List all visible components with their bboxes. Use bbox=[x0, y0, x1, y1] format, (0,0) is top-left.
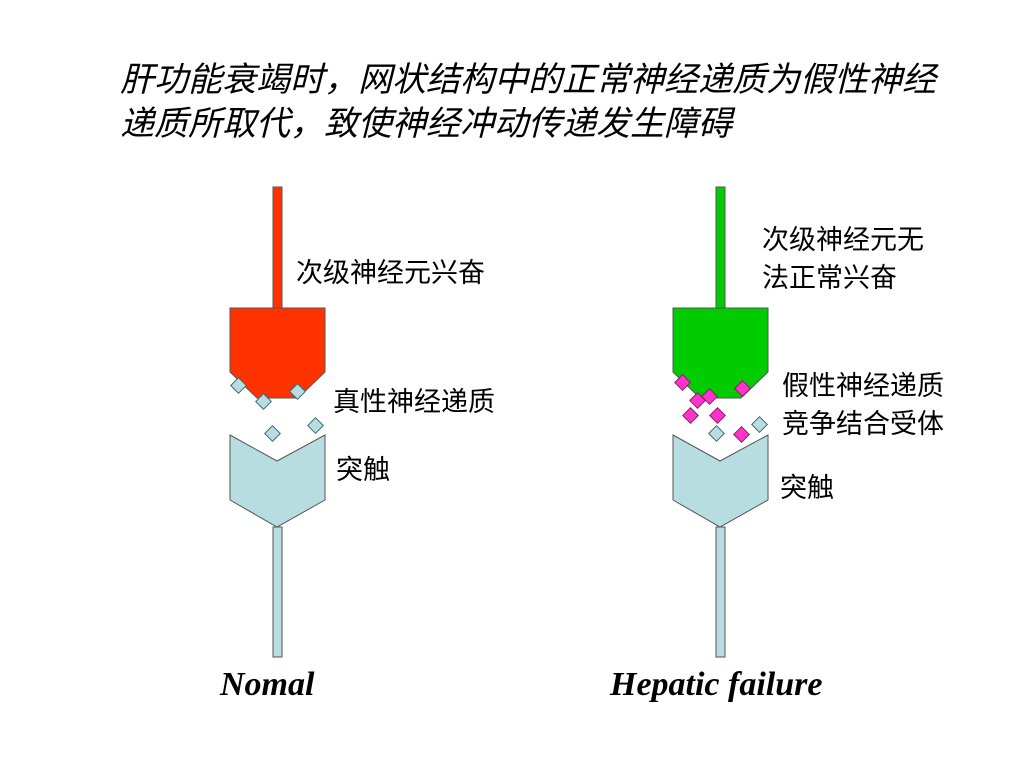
true-transmitter-particle bbox=[307, 417, 324, 434]
normal-caption: Nomal bbox=[220, 666, 315, 703]
failure-postsynaptic-receptor bbox=[672, 434, 769, 528]
failure-caption: Hepatic failure bbox=[610, 666, 823, 703]
false-transmitter-particle bbox=[682, 407, 699, 424]
failure-synapse-label: 突触 bbox=[780, 473, 834, 504]
failure-postsynaptic-axon bbox=[715, 526, 726, 658]
false-transmitter-particle bbox=[674, 374, 691, 391]
false-transmitter-particle bbox=[734, 380, 751, 397]
true-transmitter-particle bbox=[289, 383, 306, 400]
failure-transmitter-label-line2: 竞争结合受体 bbox=[782, 409, 944, 440]
true-transmitter-particle bbox=[264, 425, 281, 442]
true-transmitter-particle bbox=[230, 377, 247, 394]
normal-presynaptic-axon bbox=[272, 186, 283, 309]
failure-panel bbox=[672, 186, 769, 658]
failure-true-transmitters bbox=[708, 416, 768, 442]
normal-neuron-label: 次级神经元兴奋 bbox=[296, 258, 485, 289]
failure-transmitter-label-line1: 假性神经递质 bbox=[782, 371, 944, 402]
normal-postsynaptic-receptor bbox=[229, 434, 326, 528]
failure-neuron-label-line2: 法正常兴奋 bbox=[762, 263, 897, 294]
true-transmitter-particle bbox=[708, 425, 725, 442]
normal-true-transmitters bbox=[230, 377, 324, 442]
normal-transmitter-label: 真性神经递质 bbox=[333, 387, 495, 418]
failure-presynaptic-terminal bbox=[672, 307, 769, 399]
failure-presynaptic-axon bbox=[715, 186, 726, 309]
normal-postsynaptic-axon bbox=[272, 526, 283, 658]
true-transmitter-particle bbox=[751, 416, 768, 433]
false-transmitter-particle bbox=[701, 388, 718, 405]
true-transmitter-particle bbox=[255, 393, 272, 410]
slide-title: 肝功能衰竭时，网状结构中的正常神经递质为假性神经递质所取代，致使神经冲动传递发生… bbox=[120, 60, 936, 144]
normal-panel bbox=[229, 186, 326, 658]
failure-false-transmitters bbox=[674, 374, 751, 443]
failure-neuron-label-line1: 次级神经元无 bbox=[762, 225, 924, 256]
normal-synapse-label: 突触 bbox=[336, 455, 390, 486]
false-transmitter-particle bbox=[733, 426, 750, 443]
false-transmitter-particle bbox=[709, 407, 726, 424]
